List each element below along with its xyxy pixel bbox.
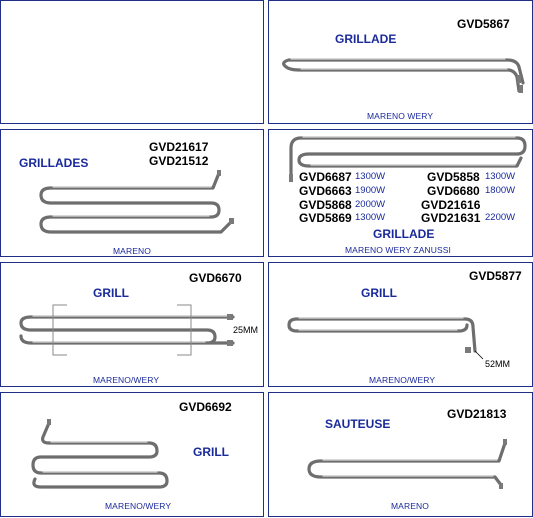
wattage: 1300W [355, 171, 386, 182]
wattage: 1300W [355, 212, 386, 223]
manufacturer-label: MARENO WERY [367, 111, 434, 121]
heating-element-image [289, 136, 527, 182]
heating-element-image [307, 439, 507, 489]
product-code: GVD21631 [421, 211, 481, 225]
manufacturer-label: MARENO/WERY [369, 375, 436, 385]
product-title: GRILLADES [19, 156, 89, 170]
heating-element-image [287, 317, 484, 360]
cell-gvd6670: GVD6670 GRILL 25MM MARENO/WERY [0, 262, 264, 387]
product-code: GVD21617 [149, 140, 209, 154]
product-title: GRILL [93, 286, 129, 300]
cell-gvd21617: GVD21617 GVD21512 GRILLADES MARENO [0, 129, 264, 257]
heating-element-image [39, 170, 234, 234]
wattage: 1300W [485, 171, 516, 182]
cell-empty [0, 0, 264, 124]
cell-gvd21813: GVD21813 SAUTEUSE MARENO [268, 392, 533, 517]
product-code: GVD6663 [299, 184, 352, 198]
product-title: SAUTEUSE [325, 417, 391, 431]
heating-element-image [19, 304, 235, 356]
manufacturer-label: MARENO WERY ZANUSSI [345, 245, 451, 255]
product-code: GVD21813 [447, 407, 507, 421]
wattage: 1800W [485, 185, 516, 196]
product-code: GVD5877 [469, 269, 522, 283]
manufacturer-label: MARENO [391, 501, 429, 511]
product-title: GRILL [361, 286, 397, 300]
wattage: 1900W [355, 185, 386, 196]
manufacturer-label: MARENO/WERY [93, 375, 160, 385]
cell-gvd6692: GVD6692 GRILL MARENO/WERY [0, 392, 264, 517]
product-title: GRILLADE [373, 227, 435, 241]
product-code: GVD5867 [457, 17, 510, 31]
heating-element-image [31, 419, 169, 489]
dimension-label: 25MM [233, 325, 259, 335]
product-title: GRILL [193, 445, 229, 459]
dimension-label: 52MM [485, 359, 511, 369]
product-code: GVD6680 [427, 184, 480, 198]
product-code: GVD5868 [299, 198, 352, 212]
product-code: GVD21512 [149, 154, 209, 168]
product-code: GVD6687 [299, 170, 352, 184]
cell-gvd5877: GVD5877 GRILL 52MM MARENO/WERY [268, 262, 533, 387]
product-code: GVD6670 [189, 271, 242, 285]
heating-element-image [282, 58, 525, 93]
wattage: 2000W [355, 199, 386, 210]
cell-grillade-list: GVD6687 1300W GVD6663 1900W GVD5868 2000… [268, 129, 533, 257]
product-code: GVD6692 [179, 400, 232, 414]
product-code: GVD21616 [421, 198, 481, 212]
cell-gvd5867: GVD5867 GRILLADE MARENO WERY [268, 0, 533, 124]
manufacturer-label: MARENO/WERY [105, 501, 172, 511]
product-code: GVD5858 [427, 170, 480, 184]
wattage: 2200W [485, 212, 516, 223]
product-title: GRILLADE [335, 32, 397, 46]
manufacturer-label: MARENO [113, 246, 151, 256]
product-code: GVD5869 [299, 211, 352, 225]
